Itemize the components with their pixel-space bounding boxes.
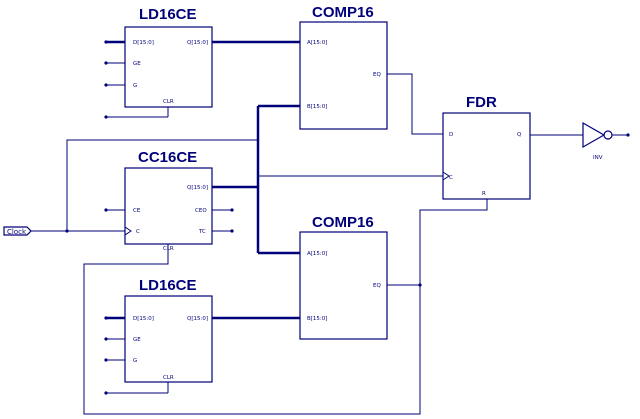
cc16ce-body — [124, 167, 213, 245]
cc16ce-title: CC16CE — [138, 149, 197, 166]
comp16-top-title: COMP16 — [312, 4, 374, 21]
ld16ce-bottom-body — [124, 295, 213, 383]
cc16ce-pin-tc: TC — [198, 229, 206, 235]
cc16ce-pin-c: C — [136, 229, 140, 235]
comp16-top-pin-a: A[15:0] — [307, 40, 327, 46]
comp16-bottom-pin-eq: EQ — [373, 283, 381, 289]
comp16-top-pin-b: B[15:0] — [307, 104, 327, 110]
fdr-block[interactable]: FDR D C Q R — [442, 94, 531, 200]
ld16ce-top-body — [124, 26, 213, 108]
ld16ce-top-pin-g: G — [133, 83, 137, 89]
clock-port-shape — [3, 226, 32, 236]
clock-input-port[interactable]: Clock — [3, 226, 32, 236]
fdr-pin-c: C — [449, 175, 453, 181]
ld16ce-bottom-title: LD16CE — [139, 277, 197, 294]
ld16ce-top-block[interactable]: LD16CE D[15:0] Q[15:0] GE G CLR — [124, 6, 213, 108]
ld16ce-bottom-pin-ge: GE — [133, 337, 141, 343]
fdr-title: FDR — [466, 94, 497, 111]
ld16ce-bottom-pin-q: Q[15:0] — [187, 316, 208, 322]
clock-label: Clock — [7, 228, 27, 236]
cc16ce-block[interactable]: CC16CE CE C Q[15:0] CEO TC CLR — [124, 149, 213, 252]
inverter-bubble — [603, 130, 613, 140]
ld16ce-top-pin-clr: CLR — [163, 99, 174, 105]
comp16-top-pin-eq: EQ — [373, 72, 381, 78]
cc16ce-pin-ce: CE — [133, 208, 141, 214]
fdr-pin-d: D — [449, 132, 453, 138]
comp16-bottom-block[interactable]: COMP16 A[15:0] B[15:0] EQ — [299, 214, 388, 340]
inverter-triangle — [582, 121, 606, 149]
ld16ce-bottom-pin-clr: CLR — [163, 375, 174, 381]
ld16ce-top-pin-ge: GE — [133, 61, 141, 67]
comp16-top-block[interactable]: COMP16 A[15:0] B[15:0] EQ — [299, 4, 388, 130]
fdr-body — [442, 112, 531, 200]
ld16ce-bottom-pin-g: G — [133, 358, 137, 364]
cc16ce-pin-ceo: CEO — [195, 208, 207, 214]
comp16-top-body — [299, 21, 388, 130]
fdr-pin-q: Q — [517, 132, 522, 138]
comp16-bottom-title: COMP16 — [312, 214, 374, 231]
cc16ce-pin-q: Q[15:0] — [187, 185, 208, 191]
comp16-bottom-pin-b: B[15:0] — [307, 316, 327, 322]
ld16ce-top-pin-q: Q[15:0] — [187, 40, 208, 46]
ld16ce-bottom-pin-d: D[15:0] — [133, 316, 154, 322]
inverter-label: INV — [593, 155, 603, 161]
comp16-bottom-pin-a: A[15:0] — [307, 251, 327, 257]
ld16ce-top-title: LD16CE — [139, 6, 197, 23]
fdr-pin-r: R — [482, 191, 486, 197]
inverter-gate[interactable]: INV — [582, 121, 613, 161]
cc16ce-clock-triangle — [124, 226, 132, 236]
fdr-clock-triangle — [442, 171, 450, 181]
ld16ce-top-pin-d: D[15:0] — [133, 40, 154, 46]
ld16ce-bottom-block[interactable]: LD16CE D[15:0] Q[15:0] GE G CLR — [124, 277, 213, 383]
comp16-bottom-body — [299, 231, 388, 340]
